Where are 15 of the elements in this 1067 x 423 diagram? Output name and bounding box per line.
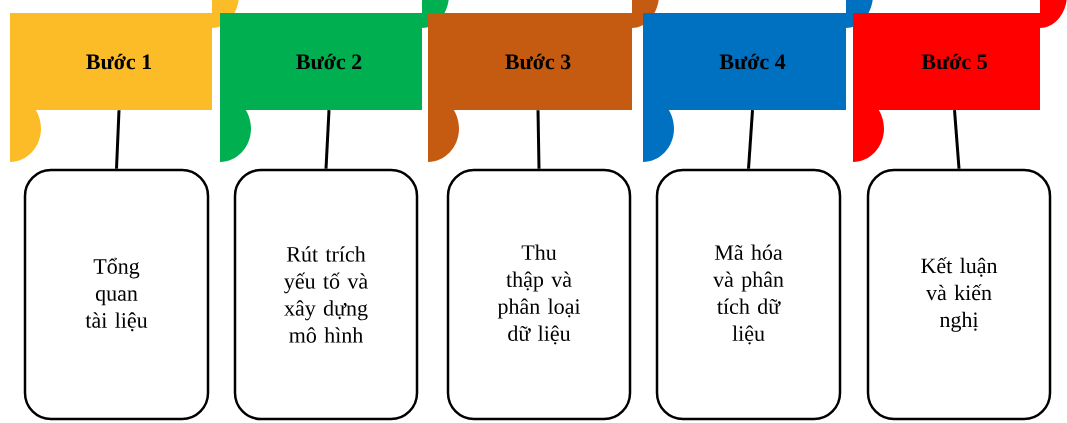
connector-line xyxy=(115,110,121,169)
step-band: Bước 3 xyxy=(428,0,659,162)
connector-line xyxy=(324,110,331,169)
text-box: Tổng quan tài liệu xyxy=(23,168,210,421)
connector-line xyxy=(747,110,754,169)
text-box: Kết luận và kiến nghị xyxy=(866,168,1052,421)
text-box: Mã hóa và phân tích dữ liệu xyxy=(655,168,842,421)
step-band: Bước 4 xyxy=(643,0,873,162)
step-band: Bước 2 xyxy=(220,0,449,162)
text-box: Thu thập và phân loại dữ liệu xyxy=(446,168,632,421)
connector-line xyxy=(953,110,961,169)
connector-line xyxy=(536,110,541,169)
text-box: Rút trích yếu tố và xây dựng mô hình xyxy=(233,168,419,421)
step-band: Bước 1 xyxy=(10,0,239,162)
step-band: Bước 5 xyxy=(853,0,1067,162)
